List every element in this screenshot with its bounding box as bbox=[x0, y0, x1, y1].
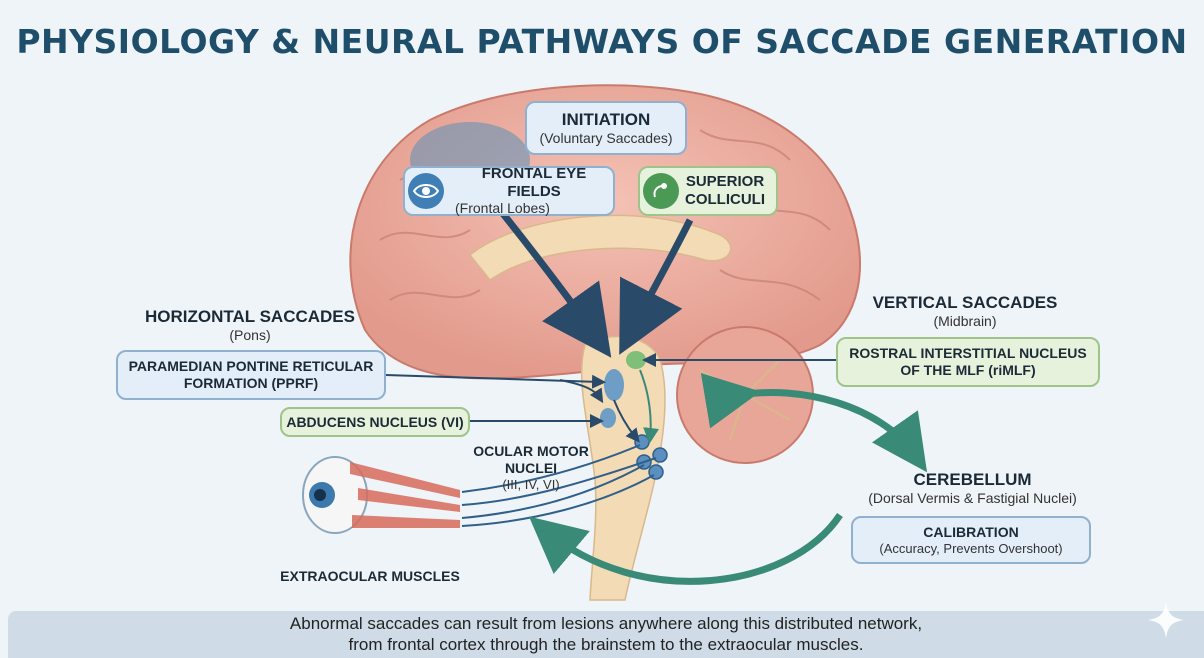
footer-line1: Abnormal saccades can result from lesion… bbox=[290, 614, 922, 634]
horizontal-heading: HORIZONTAL SACCADES bbox=[120, 307, 380, 327]
rimlf-line2: OF THE MLF (riMLF) bbox=[900, 362, 1035, 379]
pprf-box: PARAMEDIAN PONTINE RETICULAR FORMATION (… bbox=[116, 350, 386, 400]
fef-heading: FRONTAL EYE FIELDS bbox=[455, 165, 613, 200]
pprf-nucleus bbox=[604, 369, 624, 401]
riMLF-nucleus bbox=[626, 351, 646, 369]
calibration-return-arrow bbox=[545, 515, 840, 581]
fef-sub: (Frontal Lobes) bbox=[455, 200, 550, 217]
vertical-heading: VERTICAL SACCADES bbox=[860, 293, 1070, 313]
initiation-heading: INITIATION bbox=[562, 110, 650, 130]
footer-line2: from frontal cortex through the brainste… bbox=[349, 635, 864, 655]
cerebellum-heading: CEREBELLUM bbox=[850, 470, 1095, 490]
abducens-box: ABDUCENS NUCLEUS (VI) bbox=[280, 407, 470, 437]
eye-icon bbox=[408, 173, 444, 209]
calibration-sub: (Accuracy, Prevents Overshoot) bbox=[879, 541, 1062, 556]
calibration-box: CALIBRATION (Accuracy, Prevents Overshoo… bbox=[851, 516, 1091, 564]
ocular-line3: (III, IV, VI) bbox=[466, 477, 596, 493]
horizontal-label: HORIZONTAL SACCADES (Pons) bbox=[120, 307, 380, 344]
colliculus-icon bbox=[643, 173, 679, 209]
calibration-heading: CALIBRATION bbox=[923, 524, 1018, 541]
ocular-line2: NUCLEI bbox=[466, 460, 596, 477]
rimlf-line1: ROSTRAL INTERSTITIAL NUCLEUS bbox=[849, 345, 1087, 362]
vertical-sub: (Midbrain) bbox=[860, 313, 1070, 330]
abducens-label: ABDUCENS NUCLEUS (VI) bbox=[286, 414, 463, 431]
cerebellum-sub: (Dorsal Vermis & Fastigial Nuclei) bbox=[850, 490, 1095, 507]
ocular-motor-label: OCULAR MOTOR NUCLEI (III, IV, VI) bbox=[466, 443, 596, 492]
sc-line1: SUPERIOR bbox=[686, 173, 764, 191]
muscle-bands bbox=[350, 462, 460, 528]
cerebellum-label: CEREBELLUM (Dorsal Vermis & Fastigial Nu… bbox=[850, 470, 1095, 507]
pprf-line2: FORMATION (PPRF) bbox=[184, 375, 318, 392]
sc-line2: COLLICULI bbox=[685, 191, 765, 209]
rimlf-box: ROSTRAL INTERSTITIAL NUCLEUS OF THE MLF … bbox=[836, 337, 1100, 387]
sparkle-icon bbox=[1146, 600, 1186, 640]
initiation-sub: (Voluntary Saccades) bbox=[539, 130, 672, 147]
initiation-box: INITIATION (Voluntary Saccades) bbox=[525, 101, 687, 155]
muscles-label: EXTRAOCULAR MUSCLES bbox=[270, 568, 470, 585]
vertical-label: VERTICAL SACCADES (Midbrain) bbox=[860, 293, 1070, 330]
muscles-text: EXTRAOCULAR MUSCLES bbox=[280, 568, 460, 584]
pprf-line1: PARAMEDIAN PONTINE RETICULAR bbox=[129, 358, 374, 375]
abducens-nucleus bbox=[600, 408, 616, 428]
footer-note: Abnormal saccades can result from lesion… bbox=[8, 611, 1204, 658]
ocular-line1: OCULAR MOTOR bbox=[466, 443, 596, 460]
horizontal-sub: (Pons) bbox=[120, 327, 380, 344]
